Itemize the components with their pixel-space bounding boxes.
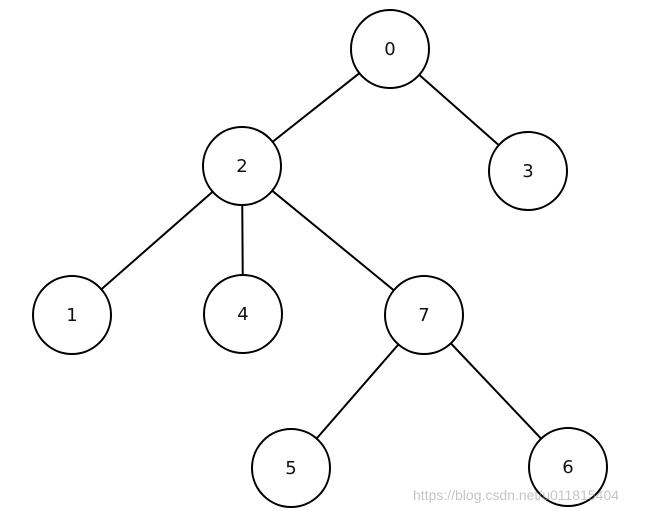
- node-circle: [528, 427, 608, 507]
- node-circle: [488, 131, 568, 211]
- node-circle: [202, 126, 282, 206]
- tree-node-4: 4: [203, 274, 283, 354]
- tree-node-0: 0: [350, 9, 430, 89]
- tree-node-2: 2: [202, 126, 282, 206]
- node-label: 3: [522, 161, 533, 182]
- node-label: 5: [285, 458, 296, 479]
- node-circle: [203, 274, 283, 354]
- node-label: 0: [384, 39, 395, 60]
- node-circle: [350, 9, 430, 89]
- tree-node-5: 5: [251, 428, 331, 508]
- tree-node-3: 3: [488, 131, 568, 211]
- node-circle: [384, 275, 464, 355]
- node-label: 6: [562, 457, 573, 478]
- tree-node-6: 6: [528, 427, 608, 507]
- watermark-text: https://blog.csdn.net/u011815404: [413, 487, 620, 503]
- node-circle: [251, 428, 331, 508]
- node-label: 4: [237, 304, 248, 325]
- tree-edges: [71, 48, 569, 469]
- node-label: 1: [66, 305, 77, 326]
- node-label: 2: [236, 156, 247, 177]
- tree-nodes: 0 2 3 1 4 7 5 6: [32, 9, 608, 508]
- tree-node-1: 1: [32, 275, 112, 355]
- node-label: 7: [418, 305, 429, 326]
- node-circle: [32, 275, 112, 355]
- tree-node-7: 7: [384, 275, 464, 355]
